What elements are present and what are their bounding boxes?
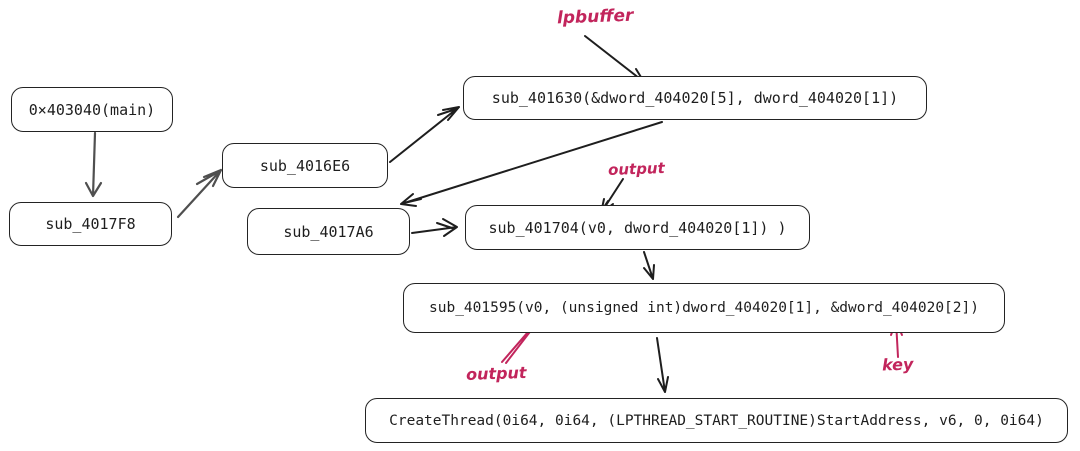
arrow-sub4017f8-to-sub4016e6 bbox=[176, 168, 223, 219]
node-main: 0×403040(main) bbox=[11, 87, 173, 132]
node-sub-401704: sub_401704(v0, dword_404020[1]) ) bbox=[465, 205, 810, 250]
arrow-sub401630-to-sub4017a6 bbox=[400, 121, 663, 207]
node-sub-401595: sub_401595(v0, (unsigned int)dword_40402… bbox=[403, 283, 1005, 333]
node-sub-401630: sub_401630(&dword_404020[5], dword_40402… bbox=[463, 76, 927, 120]
arrow-sub401704-to-sub401595 bbox=[643, 251, 655, 280]
node-sub-4017f8: sub_4017F8 bbox=[9, 202, 172, 246]
node-sub-4016e6: sub_4016E6 bbox=[222, 143, 388, 188]
node-sub-4017a6: sub_4017A6 bbox=[247, 208, 410, 255]
arrow-sub4016e6-to-sub401630 bbox=[389, 106, 460, 163]
arrow-main-to-sub4017f8 bbox=[84, 131, 103, 198]
annotation-output-bottom: output bbox=[465, 362, 527, 385]
annotation-output-top: output bbox=[607, 159, 666, 179]
arrow-sub4017a6-to-sub401704 bbox=[411, 218, 458, 237]
node-createthread: CreateThread(0i64, 0i64, (LPTHREAD_START… bbox=[365, 398, 1068, 443]
annotation-lpbuffer: lpbuffer bbox=[556, 5, 634, 29]
arrow-sub401595-to-createthread bbox=[656, 337, 669, 393]
annotation-key: key bbox=[881, 354, 914, 375]
